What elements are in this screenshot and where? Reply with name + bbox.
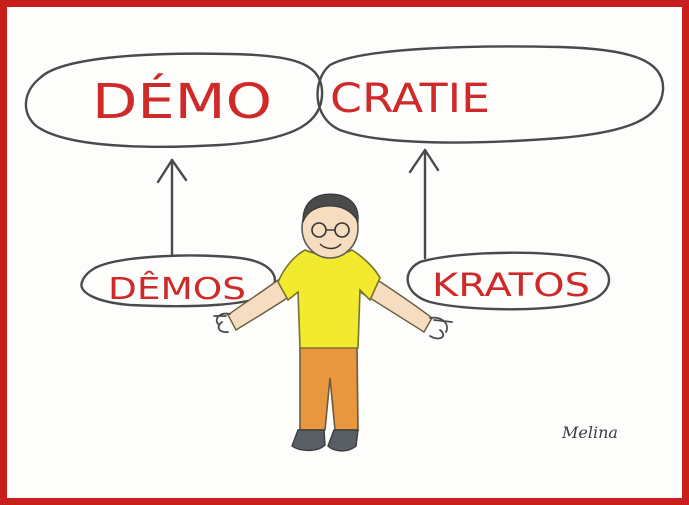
right-arm [359,270,433,333]
demos-bubble: DÊMOS [80,254,276,308]
right-shoe [327,429,359,452]
demo-label: DÉMO [92,73,272,130]
left-arm [227,273,297,331]
right-hand [429,316,453,340]
left-hand [213,312,231,333]
trousers [299,344,359,431]
hair [302,193,359,224]
kratos-bubble: KRATOS [406,251,611,311]
cratie-bubble: CRATIE [316,45,665,144]
kratos-label: KRATOS [432,266,590,304]
artist-signature: Melina [561,423,618,442]
smile [319,243,342,250]
right-arrow [408,148,440,260]
person-figure [213,193,453,452]
demo-bubble: DÉMO [24,52,324,148]
left-shoe [291,429,326,452]
cratie-label: CRATIE [330,76,490,122]
left-arrow [156,158,188,257]
shirt [277,249,381,349]
glasses-icon [311,222,350,238]
demos-label: DÊMOS [108,271,246,307]
